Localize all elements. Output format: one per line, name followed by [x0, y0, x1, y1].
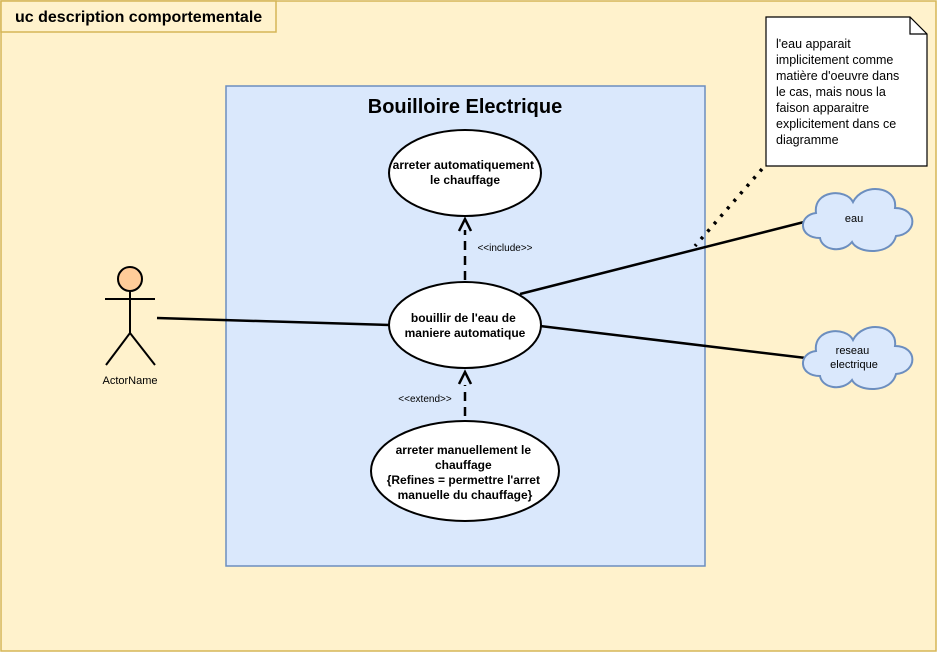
cloud-water-shape	[802, 188, 914, 253]
actor-right-leg	[129, 332, 156, 366]
use-case-boil[interactable]	[388, 281, 542, 369]
frame-title: uc description comportementale	[15, 9, 262, 26]
system-title: Bouilloire Electrique	[368, 96, 562, 118]
note[interactable]: l'eau apparait implicitement comme matiè…	[765, 16, 928, 167]
cloud-network[interactable]: reseau electrique	[802, 326, 914, 391]
note-text: l'eau apparait implicitement comme matiè…	[776, 37, 903, 147]
use-case-boil-label: bouillir de l'eau de maniere automatique	[405, 311, 526, 340]
note-body	[765, 16, 928, 167]
include-label: <<include>>	[477, 243, 532, 254]
cloud-water[interactable]: eau	[802, 188, 914, 253]
use-case-manual-stop[interactable]	[370, 420, 560, 522]
use-case-auto-stop-label: arreter automatiquement le chauffage	[393, 158, 538, 187]
frame-title-tab	[0, 0, 277, 33]
actor-left-leg	[105, 332, 131, 366]
extend-label: <<extend>>	[398, 394, 452, 405]
actor-name: ActorName	[102, 375, 157, 387]
actor-head	[117, 266, 143, 292]
cloud-network-shape	[802, 326, 914, 391]
actor-association-line	[156, 316, 391, 327]
include-arrowhead	[457, 216, 473, 232]
note-fold	[909, 17, 927, 35]
extend-arrowhead	[457, 369, 473, 385]
network-association-line	[539, 324, 807, 360]
cloud-water-label: eau	[845, 213, 863, 225]
cloud-network-label: reseau electrique	[830, 345, 878, 371]
use-case-auto-stop[interactable]	[388, 129, 542, 217]
actor-figure[interactable]	[105, 266, 156, 366]
water-association-line	[519, 219, 809, 296]
use-case-manual-stop-label: arreter manuellement le chauffage {Refin…	[387, 443, 544, 502]
note-anchor-line	[693, 167, 764, 248]
